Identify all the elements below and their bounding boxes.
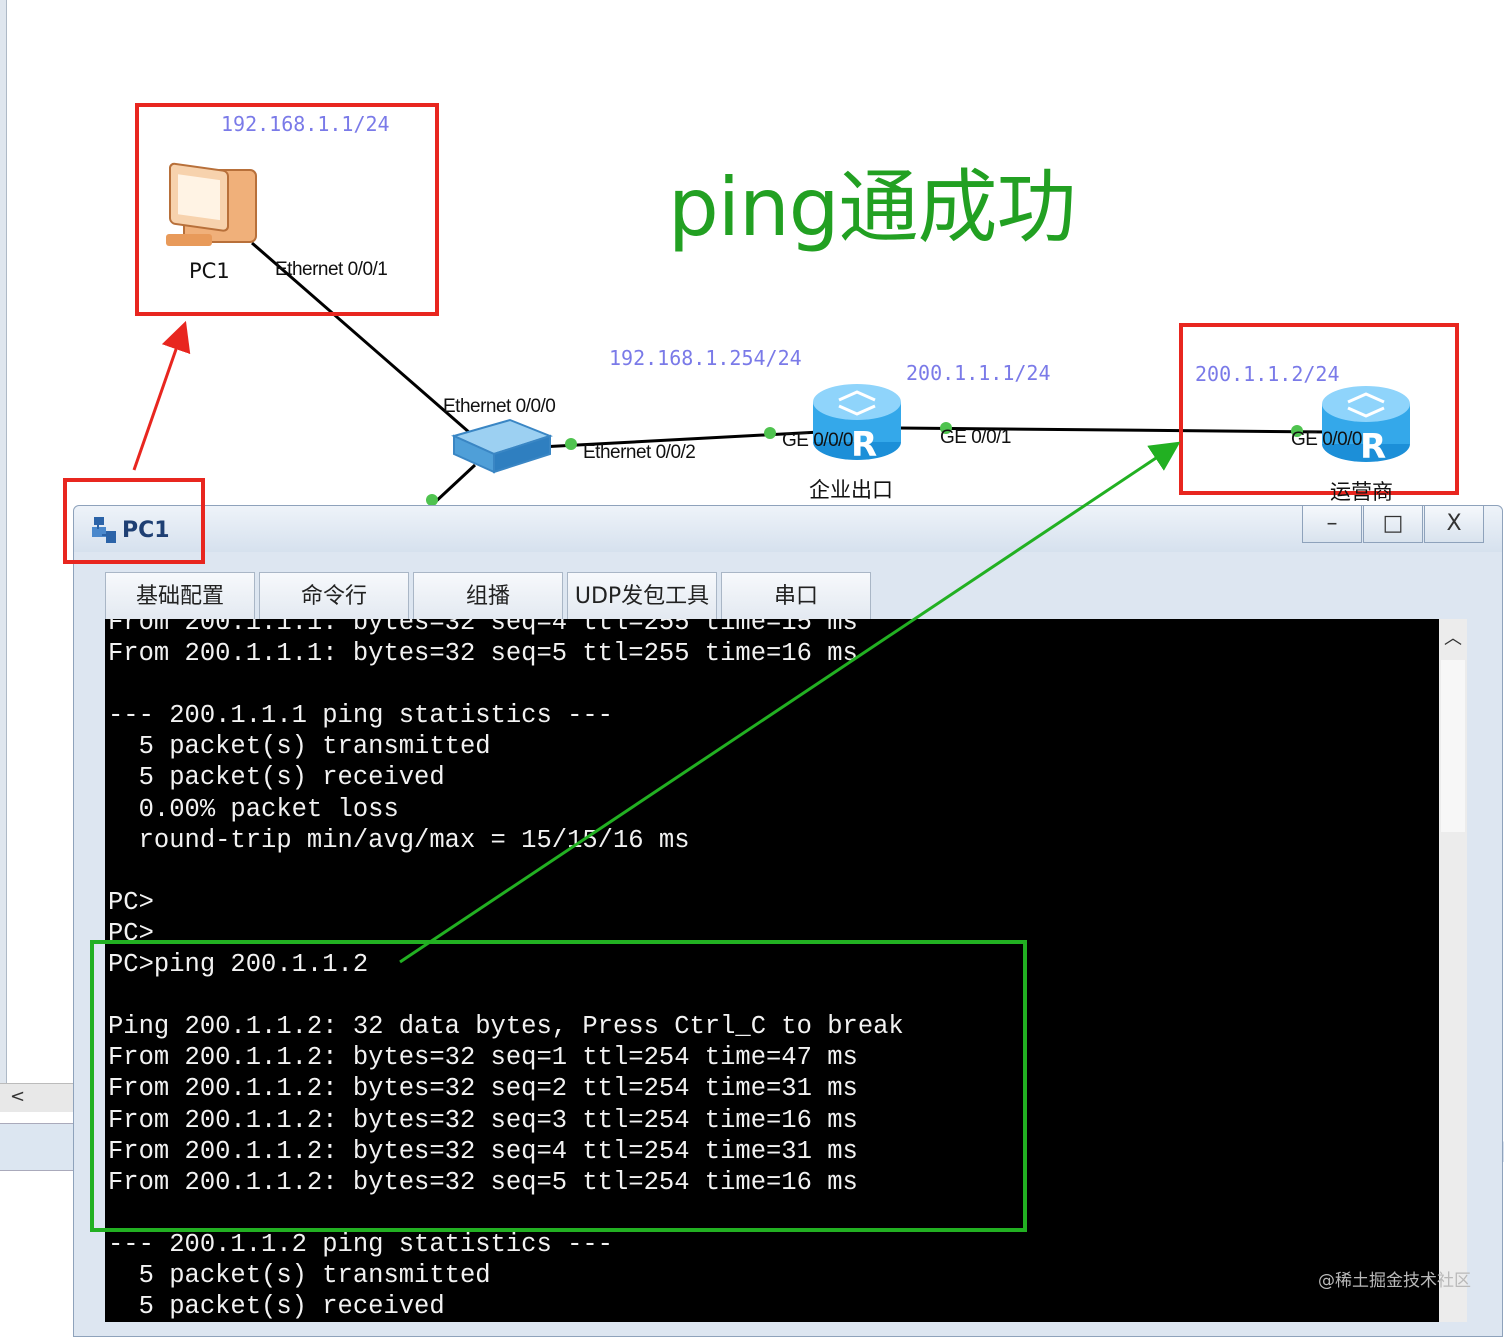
router-ent-wan-port-label: GE 0/0/1: [940, 427, 1012, 448]
terminal-line: PC>: [108, 887, 154, 917]
terminal-line: 5 packet(s) received: [108, 763, 445, 793]
terminal-lines: From 200.1.1.1: bytes=32 seq=4 ttl=255 t…: [108, 619, 904, 1322]
link-router-isp: [897, 426, 1331, 434]
router-icon: R: [813, 384, 901, 465]
terminal-line: [108, 856, 904, 887]
terminal-scroll-thumb[interactable]: [1441, 660, 1465, 832]
router-ent-name-label: 企业出口: [809, 478, 893, 502]
terminal-line: Ping 200.1.1.2: 32 data bytes, Press Ctr…: [108, 1012, 904, 1042]
terminal-line: [108, 980, 904, 1011]
link-pc1-switch: [251, 241, 479, 442]
switch-icon: [451, 418, 553, 474]
router-ent-lan-port-label: GE 0/0/0: [782, 430, 854, 451]
terminal-line: --- 200.1.1.1 ping statistics ---: [108, 701, 613, 731]
terminal-line: From 200.1.1.2: bytes=32 seq=3 ttl=254 t…: [108, 1105, 858, 1135]
pc1-ip-label: 192.168.1.1/24: [221, 112, 390, 136]
left-panel-edge: [0, 0, 7, 1090]
headline-annotation: ping通成功: [668, 161, 1076, 254]
port-dot: [940, 422, 952, 434]
window-title: PC1: [122, 518, 170, 543]
tab-udp-tool[interactable]: UDP发包工具: [567, 572, 717, 619]
svg-text:R: R: [851, 425, 877, 465]
port-dot: [764, 427, 776, 439]
router-ent-wan-ip-label: 200.1.1.1/24: [906, 361, 1051, 385]
switch-port-up-label: Ethernet 0/0/0: [443, 396, 556, 417]
terminal-line: [108, 1198, 904, 1229]
pc1-name-label: PC1: [189, 259, 230, 283]
tab-multicast[interactable]: 组播: [413, 572, 563, 619]
terminal-line: From 200.1.1.2: bytes=32 seq=4 ttl=254 t…: [108, 1136, 858, 1166]
router-isp-ip-label: 200.1.1.2/24: [1195, 362, 1340, 386]
terminal-line: --- 200.1.1.2 ping statistics ---: [108, 1229, 613, 1259]
terminal-line: round-trip min/avg/max = 15/15/16 ms: [108, 825, 690, 855]
pc1-port-label: Ethernet 0/0/1: [275, 259, 388, 280]
terminal-output[interactable]: From 200.1.1.1: bytes=32 seq=4 ttl=255 t…: [105, 619, 1439, 1322]
highlight-box-pc1: [135, 103, 439, 316]
terminal-line: 5 packet(s) transmitted: [108, 732, 491, 762]
terminal-line: From 200.1.1.1: bytes=32 seq=5 ttl=255 t…: [108, 639, 858, 669]
terminal-line: 5 packet(s) received: [108, 1292, 445, 1322]
svg-text:R: R: [1360, 427, 1386, 467]
port-dot: [565, 438, 577, 450]
terminal-line: 5 packet(s) transmitted: [108, 1260, 491, 1290]
pc-icon: [166, 162, 257, 246]
port-dot: [1291, 425, 1303, 437]
topology-canvas: R R: [135, 103, 1459, 505]
link-switch-down: [430, 463, 477, 505]
status-strip: [0, 1123, 73, 1171]
terminal-line: From 200.1.1.2: bytes=32 seq=2 ttl=254 t…: [108, 1074, 858, 1104]
maximize-button[interactable]: □: [1363, 506, 1423, 543]
terminal-line: From 200.1.1.2: bytes=32 seq=5 ttl=254 t…: [108, 1167, 858, 1197]
terminal-line: 0.00% packet loss: [108, 794, 399, 824]
router-icon: R: [1322, 386, 1410, 467]
terminal-line: [108, 669, 904, 700]
port-dot: [426, 494, 438, 505]
router-isp-port-label: GE 0/0/0: [1291, 429, 1363, 450]
switch-port-right-label: Ethernet 0/0/2: [583, 442, 696, 463]
horizontal-scrollbar[interactable]: [0, 1083, 73, 1112]
terminal-line: From 200.1.1.2: bytes=32 seq=1 ttl=254 t…: [108, 1043, 858, 1073]
close-button[interactable]: X: [1424, 506, 1484, 543]
window-title-bar[interactable]: PC1 – □ X: [74, 506, 1502, 552]
scroll-up-icon[interactable]: ︿: [1444, 628, 1462, 649]
pc-window-icon: [92, 517, 116, 543]
router-ent-lan-ip-label: 192.168.1.254/24: [609, 346, 802, 370]
tab-basic-config[interactable]: 基础配置: [105, 572, 255, 619]
router-isp-name-label: 运营商: [1330, 480, 1393, 504]
tab-command-line[interactable]: 命令行: [259, 572, 409, 619]
highlight-box-isp: [1179, 323, 1459, 495]
terminal-line: PC>: [108, 918, 154, 948]
watermark-text: @稀土掘金技术社区: [1318, 1271, 1471, 1291]
terminal-line: PC>ping 200.1.1.2: [108, 950, 369, 980]
scroll-left-icon[interactable]: <: [10, 1086, 26, 1107]
minimize-button[interactable]: –: [1302, 506, 1362, 543]
terminal-line: From 200.1.1.1: bytes=32 seq=4 ttl=255 t…: [108, 619, 858, 637]
tab-serial[interactable]: 串口: [721, 572, 871, 619]
